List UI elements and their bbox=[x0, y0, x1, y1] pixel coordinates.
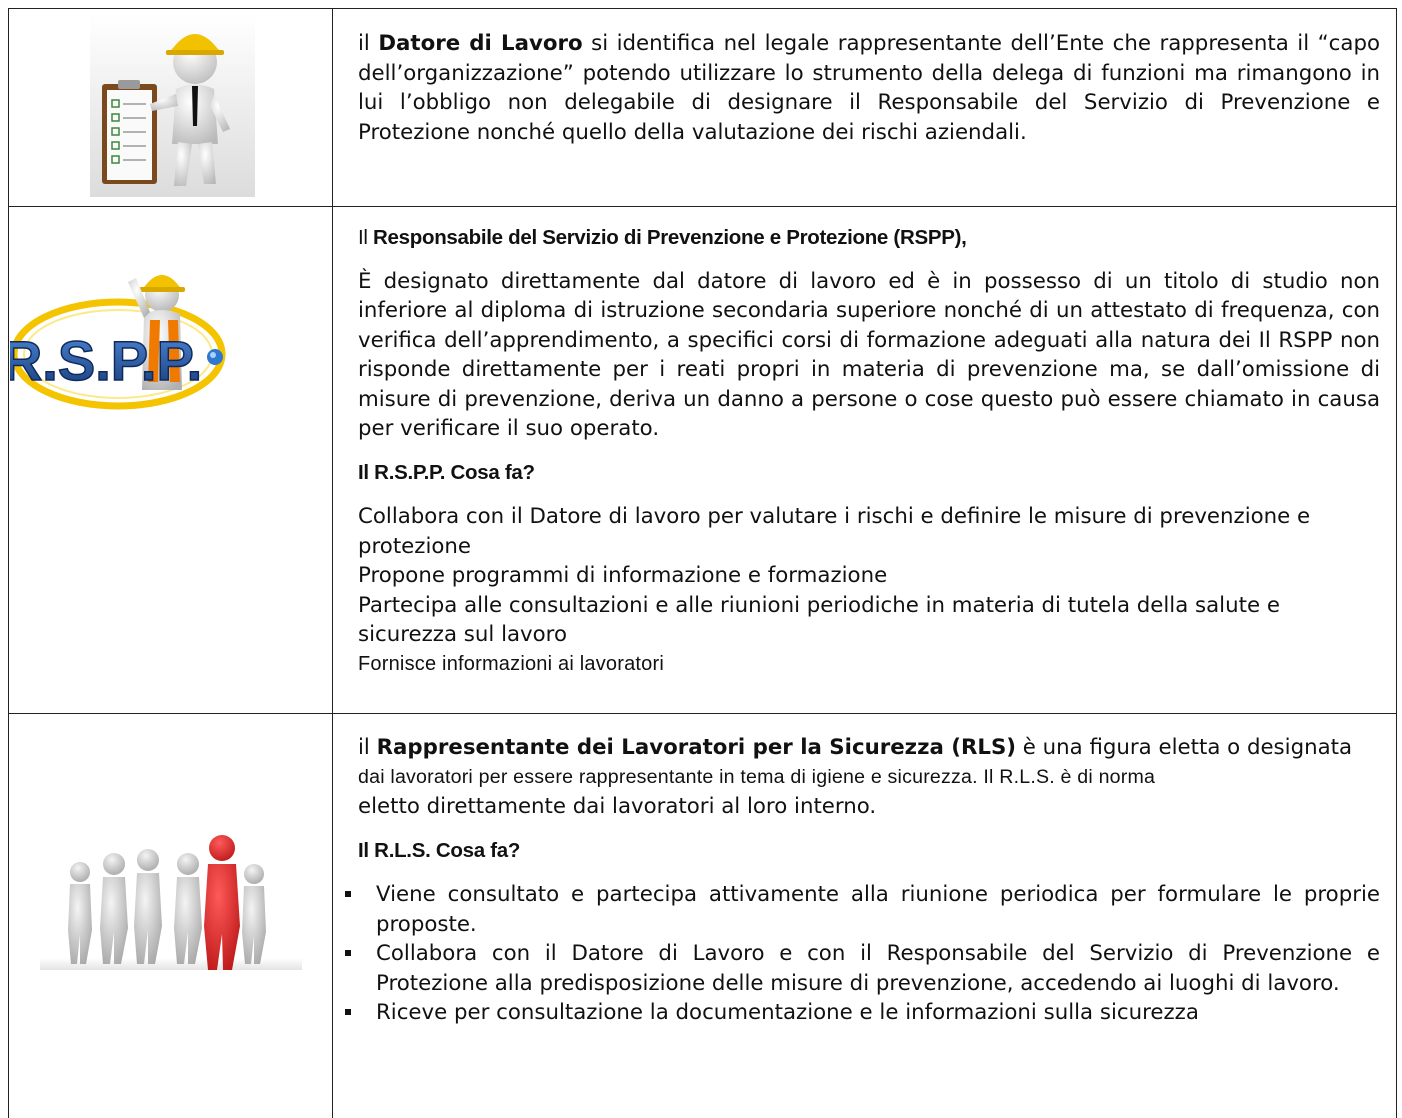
rspp-title: Responsabile del Servizio di Prevenzione… bbox=[373, 226, 967, 249]
list-item: Viene consultato e partecipa attivamente… bbox=[345, 880, 1380, 939]
datore-di-lavoro-title: Datore di Lavoro bbox=[378, 31, 583, 56]
row-divider bbox=[9, 206, 1396, 207]
rls-title: Rappresentante dei Lavoratori per la Sic… bbox=[376, 735, 1017, 760]
rls-task-list: Viene consultato e partecipa attivamente… bbox=[345, 880, 1380, 1028]
rls-intro-text: dai lavoratori per essere rappresentante… bbox=[358, 765, 1156, 788]
rspp-task-line: Propone programmi di informazione e form… bbox=[358, 563, 888, 588]
rspp-task-line: Partecipa alle consultazioni e alle riun… bbox=[358, 592, 1280, 648]
column-divider bbox=[332, 9, 333, 1118]
bullet-icon bbox=[345, 891, 351, 897]
rls-question-heading: Il R.L.S. Cosa fa? bbox=[358, 838, 521, 862]
rspp-title-prefix: Il bbox=[358, 226, 374, 249]
rls-intro-prefix: il bbox=[358, 735, 377, 760]
list-item: Riceve per consultazione la documentazio… bbox=[345, 998, 1380, 1028]
datore-di-lavoro-description: il Datore di Lavoro si identifica nel le… bbox=[358, 29, 1380, 147]
intro-prefix: il bbox=[358, 31, 379, 56]
rspp-description: Il Responsabile del Servizio di Prevenzi… bbox=[358, 223, 1380, 679]
rspp-logo-text: R.S.P.P. bbox=[10, 329, 202, 392]
rspp-task-line: Fornisce informazioni ai lavoratori bbox=[358, 652, 665, 675]
rls-intro-text: è una figura eletta o designata bbox=[1016, 735, 1353, 760]
bullet-icon bbox=[345, 950, 351, 956]
list-item: Collabora con il Datore di Lavoro e con … bbox=[345, 939, 1380, 998]
group-of-workers-image bbox=[40, 830, 302, 1000]
rspp-task-line: Collabora con il Datore di lavoro per va… bbox=[358, 504, 1311, 559]
bullet-icon bbox=[345, 1009, 351, 1015]
worker-clipboard-checklist-image bbox=[90, 14, 255, 197]
rspp-logo-image: R.S.P.P. bbox=[1, 262, 232, 422]
rls-intro-text: eletto direttamente dai lavoratori al lo… bbox=[358, 794, 877, 819]
rls-task-text: Riceve per consultazione la documentazio… bbox=[376, 1000, 1199, 1025]
row-divider bbox=[9, 713, 1396, 714]
rspp-paragraph: È designato direttamente dal datore di l… bbox=[358, 268, 1380, 442]
roles-table bbox=[8, 8, 1397, 1118]
rls-task-text: Viene consultato e partecipa attivamente… bbox=[376, 882, 1380, 937]
intro-text: si identifica nel legale rappresentante … bbox=[358, 31, 1380, 145]
rls-task-text: Collabora con il Datore di Lavoro e con … bbox=[376, 941, 1380, 996]
rls-description: il Rappresentante dei Lavoratori per la … bbox=[345, 733, 1380, 1028]
rspp-question-heading: Il R.S.P.P. Cosa fa? bbox=[358, 460, 535, 484]
